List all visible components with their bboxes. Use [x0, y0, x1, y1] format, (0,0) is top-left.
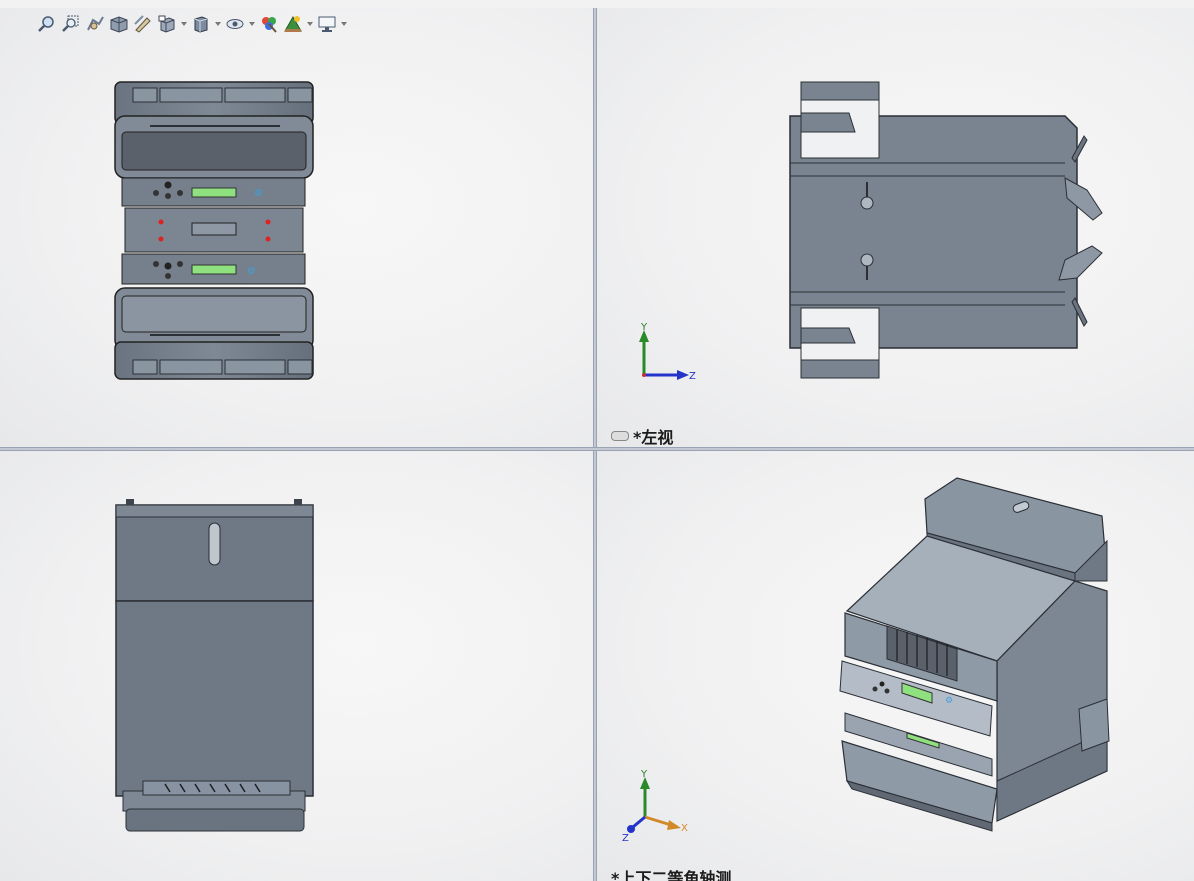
model-top-view [115, 499, 314, 832]
axis-z-label: Z [622, 833, 629, 844]
vertical-splitter[interactable] [593, 8, 597, 881]
view-name-label-iso: *上下二等角轴测 [611, 865, 731, 881]
view-name-text: *左视 [633, 428, 674, 447]
display-style-icon[interactable] [190, 13, 212, 35]
view-name-text-iso: *上下二等角轴测 [611, 869, 732, 881]
viewport-top-view[interactable] [0, 451, 593, 881]
svg-text:⚙: ⚙ [254, 188, 263, 199]
view-settings-icon[interactable] [316, 13, 338, 35]
zoom-to-fit-icon[interactable] [36, 13, 58, 35]
model-left-view [789, 81, 1103, 379]
hide-show-items-dropdown[interactable] [248, 13, 256, 35]
display-style-dropdown[interactable] [214, 13, 222, 35]
viewport-isometric-view[interactable]: ⚙ Y X Z *上下二等角轴测 [597, 451, 1194, 881]
viewport-left-view[interactable]: Y Z *左视 [597, 8, 1194, 447]
viewport-front[interactable]: ⚙ ⚙ [0, 8, 593, 447]
section-view-icon[interactable] [108, 13, 130, 35]
view-settings-dropdown[interactable] [340, 13, 348, 35]
view-link-icon [611, 431, 629, 441]
apply-scene-icon[interactable] [282, 13, 304, 35]
axis-z-label: Z [689, 371, 696, 382]
view-orientation-dropdown[interactable] [180, 13, 188, 35]
previous-view-icon[interactable] [84, 13, 106, 35]
axis-y-label: Y [640, 322, 648, 333]
model-isometric-view: ⚙ [839, 477, 1110, 832]
apply-scene-dropdown[interactable] [306, 13, 314, 35]
hide-show-items-icon[interactable] [224, 13, 246, 35]
edit-appearance-icon[interactable] [258, 13, 280, 35]
axis-x-label: X [681, 823, 688, 834]
svg-text:⚙: ⚙ [945, 696, 953, 706]
dynamic-annotation-icon[interactable] [132, 13, 154, 35]
zoom-to-area-icon[interactable] [60, 13, 82, 35]
heads-up-view-toolbar [36, 12, 348, 36]
axis-y-label: Y [640, 769, 648, 780]
view-name-label: *左视 [611, 424, 673, 447]
axis-triad: Y Z [639, 322, 696, 382]
horizontal-splitter[interactable] [0, 447, 1194, 451]
axis-triad-iso: Y X Z [622, 769, 688, 844]
svg-text:⚙: ⚙ [247, 266, 256, 277]
view-orientation-icon[interactable] [156, 13, 178, 35]
model-front-view: ⚙ ⚙ [114, 81, 314, 380]
